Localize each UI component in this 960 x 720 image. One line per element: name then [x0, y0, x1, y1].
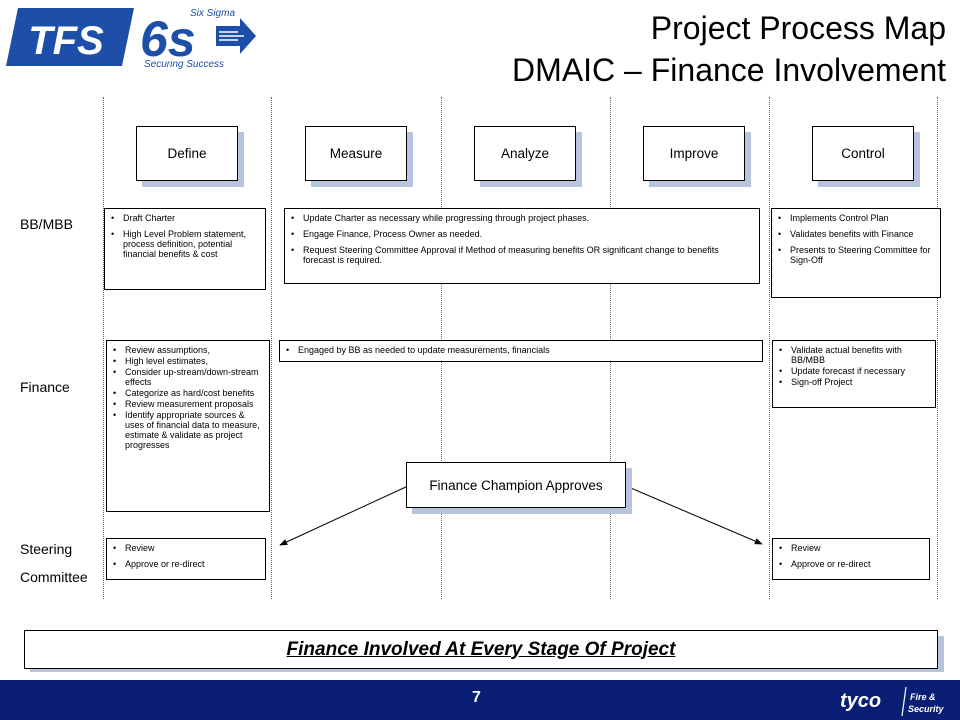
list-item: Draft Charter [109, 213, 259, 223]
list-item: Approve or re-direct [777, 559, 923, 569]
tagline-text: Securing Success [144, 59, 224, 70]
finance-middle-box: Engaged by BB as needed to update measur… [279, 340, 763, 362]
phase-measure-label: Measure [305, 126, 407, 181]
division-line1: Fire & [910, 692, 936, 702]
arrow-to-define-steering [279, 485, 409, 546]
list-item: Approve or re-direct [111, 559, 259, 569]
list-item: Identify appropriate sources & uses of f… [111, 410, 263, 450]
grid-line [271, 97, 272, 599]
page-title-line2: DMAIC – Finance Involvement [512, 52, 946, 88]
list-item: Review assumptions, [111, 345, 263, 355]
list-item: Request Steering Committee Approval if M… [289, 245, 753, 265]
finance-define-box: Review assumptions, High level estimates… [106, 340, 270, 512]
steering-define-box: Review Approve or re-direct [106, 538, 266, 580]
six-s-logo-text: 6s [140, 11, 196, 67]
tfs-six-sigma-logo: TFS 6s Six Sigma Securing Success [6, 8, 256, 70]
finance-control-box: Validate actual benefits with BB/MBB Upd… [772, 340, 936, 408]
list-item: Review [111, 543, 259, 553]
six-sigma-text: Six Sigma [190, 8, 235, 19]
tfs-logo-block [6, 8, 134, 66]
list-item: Sign-off Project [777, 377, 929, 387]
list-item: Update Charter as necessary while progre… [289, 213, 753, 223]
list-item: Validate actual benefits with BB/MBB [777, 345, 929, 365]
phase-improve: Improve [643, 126, 751, 187]
phase-analyze-label: Analyze [474, 126, 576, 181]
phase-control-label: Control [812, 126, 914, 181]
row-label-committee: Committee [20, 569, 88, 585]
list-item: Review measurement proposals [111, 399, 263, 409]
grid-line [769, 97, 770, 599]
tyco-fire-security-logo: tyco Fire & Security [840, 686, 945, 717]
list-item: Categorize as hard/cost benefits [111, 388, 263, 398]
grid-line [937, 97, 938, 599]
list-item: Consider up-stream/down-stream effects [111, 367, 263, 387]
bb-define-box: Draft Charter High Level Problem stateme… [104, 208, 266, 290]
list-item: Update forecast if necessary [777, 366, 929, 376]
arrow-to-control-steering [625, 485, 763, 545]
summary-banner-text: Finance Involved At Every Stage Of Proje… [286, 638, 676, 660]
bb-control-box: Implements Control Plan Validates benefi… [771, 208, 941, 298]
list-item: Presents to Steering Committee for Sign-… [776, 245, 934, 265]
footer-bar [0, 680, 960, 720]
list-item: Engage Finance, Process Owner as needed. [289, 229, 753, 239]
steering-control-box: Review Approve or re-direct [772, 538, 930, 580]
list-item: Implements Control Plan [776, 213, 934, 223]
summary-banner: Finance Involved At Every Stage Of Proje… [24, 630, 944, 672]
phase-measure: Measure [305, 126, 413, 187]
list-item: Engaged by BB as needed to update measur… [284, 345, 756, 355]
finance-champion-box: Finance Champion Approves [406, 462, 632, 514]
finance-champion-label: Finance Champion Approves [406, 462, 626, 508]
division-line2: Security [908, 704, 945, 714]
tyco-brand-text: tyco [840, 690, 881, 712]
tfs-logo-text: TFS [28, 19, 104, 63]
row-label-steering: Steering [20, 541, 73, 557]
list-item: High Level Problem statement, process de… [109, 229, 259, 259]
bb-middle-box: Update Charter as necessary while progre… [284, 208, 760, 284]
phase-define-label: Define [136, 126, 238, 181]
row-label-finance: Finance [20, 379, 70, 395]
phase-control: Control [812, 126, 920, 187]
page-title-line1: Project Process Map [650, 10, 946, 46]
page-number: 7 [472, 689, 481, 706]
list-item: Review [777, 543, 923, 553]
grid-line [103, 97, 104, 599]
phase-analyze: Analyze [474, 126, 582, 187]
list-item: High level estimates, [111, 356, 263, 366]
row-label-bb: BB/MBB [20, 216, 73, 232]
phase-improve-label: Improve [643, 126, 745, 181]
phase-define: Define [136, 126, 244, 187]
list-item: Validates benefits with Finance [776, 229, 934, 239]
